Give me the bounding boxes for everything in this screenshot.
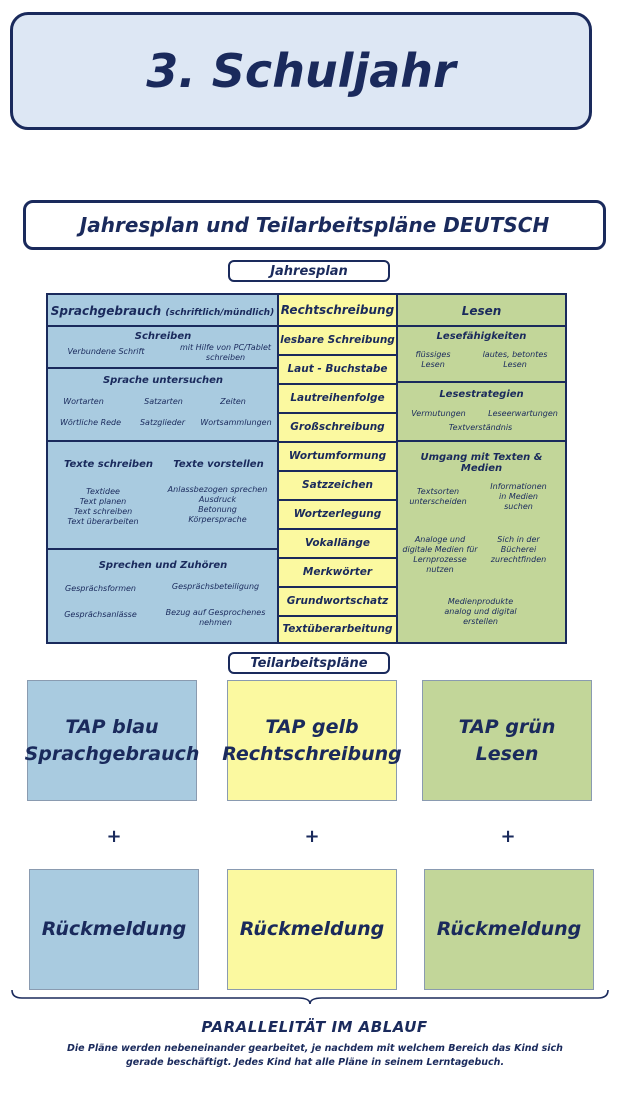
lesestrategien-item: Vermutungen (411, 409, 466, 418)
texte-vorstellen-items: Anlassbezogen sprechen Ausdruck Betonung… (167, 485, 268, 524)
rueckmeldung-gelb-box: Rückmeldung (227, 869, 397, 990)
texte-schreiben-items: Textidee Text planen Text schreiben Text… (67, 487, 139, 526)
subtitle: Jahresplan und Teilarbeitspläne DEUTSCH (79, 213, 550, 237)
lesestrategien-item: Textverständnis (448, 423, 513, 432)
lesestrategien-item: Leseerwartungen (488, 409, 558, 418)
sprechen-item: Gesprächsformen (65, 584, 136, 593)
umgang-item: Medienprodukte analog und digital erstel… (444, 597, 517, 626)
sprache-title: Sprache untersuchen (102, 375, 224, 386)
rechtschreibung-item: Laut - Buchstabe (287, 363, 388, 375)
rechtschreibung-item: Großschreibung (290, 421, 385, 433)
parallelitaet-title: PARALLELITÄT IM ABLAUF (201, 1018, 428, 1036)
rechtschreibung-item: Wortzerlegung (293, 508, 382, 520)
rechtschreibung-item: Wortumformung (288, 450, 387, 462)
sprache-item: Wortarten (63, 397, 104, 406)
texte-vorstellen-title: Texte vorstellen (173, 459, 264, 470)
lesestrategien-title: Lesestrategien (439, 389, 524, 400)
rueckmeldung-gruen-box: Rückmeldung (424, 869, 594, 990)
rechtschreibung-header: Rechtschreibung (280, 303, 395, 317)
rechtschreibung-item: Lautreihenfolge (290, 392, 385, 404)
texte-schreiben-title: Texte schreiben (63, 459, 153, 470)
sprache-item: Wörtliche Rede (59, 418, 122, 427)
rechtschreibung-item: Grundwortschatz (286, 595, 389, 607)
umgang-item: Sich in der Bücherei zurechtfinden (490, 535, 547, 564)
umgang-title: Umgang mit Texten & Medien (420, 452, 543, 474)
sprechen-item: Gesprächsanlässe (64, 610, 137, 619)
sprache-item: Satzglieder (139, 418, 186, 427)
sprechen-title: Sprechen und Zuhören (98, 560, 228, 571)
rechtschreibung-item: lesbare Schreibung (280, 334, 395, 346)
rechtschreibung-item: Merkwörter (302, 566, 373, 578)
rueckmeldung-blau-box: Rückmeldung (29, 869, 199, 990)
schreiben-item: mit Hilfe von PC/Tablet schreiben (179, 343, 272, 362)
plus-sign: + (304, 826, 320, 847)
page-title-box: 3. Schuljahr (10, 12, 592, 130)
umgang-item: Informationen in Medien suchen (490, 482, 547, 511)
sprache-item: Satzarten (144, 397, 183, 406)
lesefaehigkeiten-item: flüssiges Lesen (415, 350, 451, 369)
lesen-column: Lesen Lesefähigkeiten flüssiges Lesen la… (398, 293, 567, 644)
schreiben-item: Verbundene Schrift (67, 347, 145, 356)
lesefaehigkeiten-title: Lesefähigkeiten (436, 331, 527, 342)
sprechen-item: Gesprächsbeteiligung (171, 582, 260, 591)
rechtschreibung-item: Vokallänge (304, 537, 371, 549)
sprachgebrauch-header: Sprachgebrauch (schriftlich/mündlich) (50, 304, 275, 318)
sprechen-item: Bezug auf Gesprochenes nehmen (165, 608, 266, 627)
subtitle-box: Jahresplan und Teilarbeitspläne DEUTSCH (23, 200, 606, 250)
plus-sign: + (500, 826, 516, 847)
curly-brace-icon (11, 990, 609, 1004)
rechtschreibung-item: Textüberarbeitung (282, 623, 393, 635)
page-title: 3. Schuljahr (146, 44, 456, 98)
jahresplan-label: Jahresplan (228, 260, 390, 282)
umgang-item: Textsorten unterscheiden (409, 487, 467, 506)
schreiben-title: Schreiben (134, 331, 192, 342)
sprache-item: Wortsammlungen (200, 418, 272, 427)
sprachgebrauch-column: Sprachgebrauch (schriftlich/mündlich) Sc… (46, 293, 279, 644)
rechtschreibung-column: Rechtschreibung lesbare Schreibung Laut … (279, 293, 398, 644)
rechtschreibung-item: Satzzeichen (302, 479, 373, 491)
plus-sign: + (106, 826, 122, 847)
umgang-item: Analoge und digitale Medien für Lernproz… (402, 535, 478, 574)
teilarbeitsplaene-label: Teilarbeitspläne (228, 652, 390, 674)
lesen-header: Lesen (461, 304, 502, 318)
sprache-item: Zeiten (220, 397, 246, 406)
lesefaehigkeiten-item: lautes, betontes Lesen (482, 350, 548, 369)
parallelitaet-text: Die Pläne werden nebeneinander gearbeite… (67, 1043, 563, 1069)
